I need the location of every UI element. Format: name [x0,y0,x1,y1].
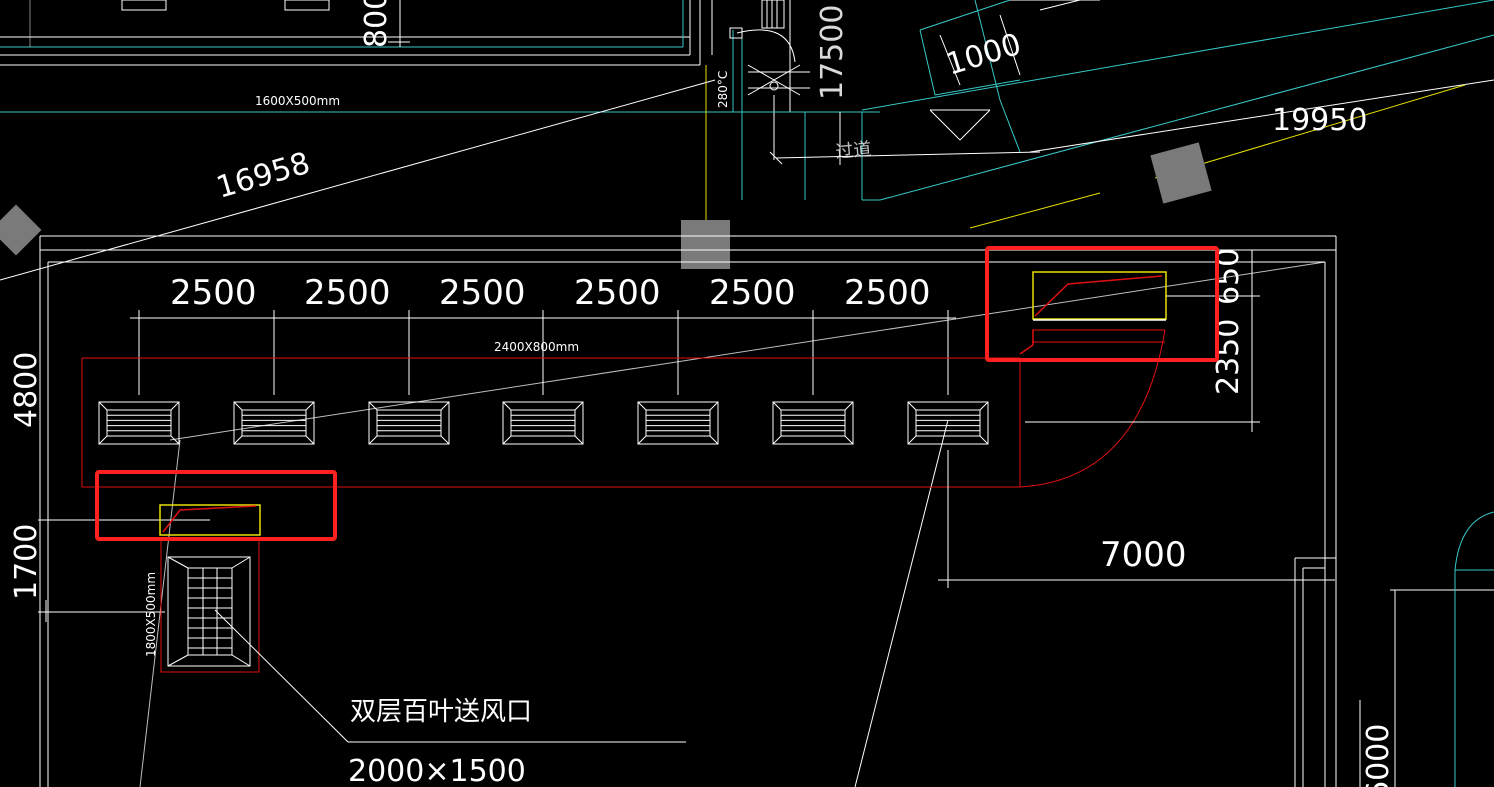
dim-2500-label: 2500 [574,273,661,313]
louvered-diffuser-icon [98,401,180,445]
top-left-room [0,0,742,113]
corridor-label: 过道 [835,139,873,163]
louvered-diffuser-icon [233,401,315,445]
dim-7000 [938,450,1335,588]
dim-7000-label: 7000 [1100,535,1187,575]
temp-label: 280°C [716,71,730,108]
main-room-walls [39,235,1494,787]
main-duct [81,329,1166,488]
right-dimensions [1025,250,1260,432]
highlight-box-left [95,470,337,541]
column-square-icon [1150,142,1212,204]
dim-800-label: 800 [359,0,394,48]
dimension-chain-2500 [130,310,956,395]
duct-top-label: 1600X500mm [255,94,340,108]
dimension-chain-labels: 2500 2500 2500 2500 2500 2500 [170,273,931,313]
louvered-diffuser-icon [772,401,854,445]
duct-vertical-label: 1800X500mm [144,572,158,657]
dim-16958-line [0,79,716,281]
dim-2500-label: 2500 [170,273,257,313]
louvered-diffuser-icon [502,401,584,445]
column-square-icon [681,220,730,269]
duct-main-label: 2400X800mm [494,340,579,354]
callout-name-label: 双层百叶送风口 [350,697,532,727]
dim-1700-label: 1700 [9,524,44,600]
diffuser-row [98,401,989,445]
louvered-diffuser-icon [907,401,989,445]
dim-2500-label: 2500 [304,273,391,313]
louvered-diffuser-icon [368,401,450,445]
callout-leader [214,609,686,743]
dim-4800-label: 4800 [9,352,44,428]
fan-unit-right [1019,271,1167,355]
dim-2500-label: 2500 [439,273,526,313]
dim-2500-label: 2500 [844,273,931,313]
column-square-icon [0,204,42,256]
leader-lines [139,261,1326,787]
dim-19950-label: 19950 [1272,103,1367,138]
double-louver-grille-icon [167,556,251,667]
callout-size-label: 2000×1500 [348,754,526,787]
angled-corridor [861,0,1494,229]
dim-2500-label: 2500 [709,273,796,313]
louvered-diffuser-icon [637,401,719,445]
left-dimensions [38,519,210,622]
top-center-shaft [699,0,1041,245]
highlight-box-right [985,246,1219,362]
dim-6000-label: 6000 [1361,724,1396,787]
dim-17500-label: 17500 [815,5,850,100]
